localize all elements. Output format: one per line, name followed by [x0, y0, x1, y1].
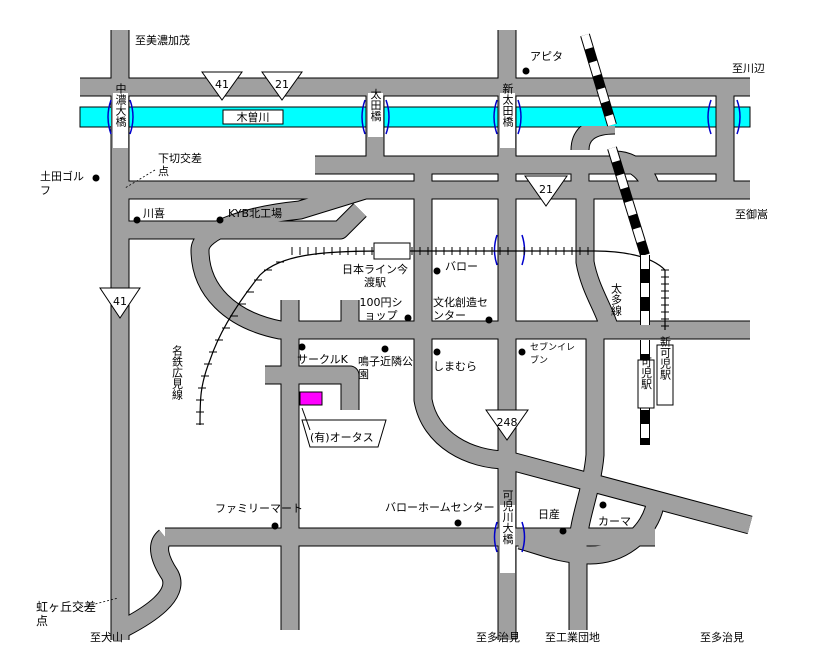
- svg-text:日産: 日産: [538, 508, 560, 521]
- direction-inuyama: 至犬山: [90, 630, 123, 644]
- svg-text:しまむら: しまむら: [433, 360, 477, 373]
- bridge-shin-ota: 新太田橋: [500, 82, 515, 148]
- landmark-apita: アピタ: [522, 50, 563, 75]
- direction-tajimi-2: 至多治見: [700, 630, 744, 644]
- taita-railway: [580, 33, 650, 445]
- svg-text:41: 41: [113, 295, 127, 308]
- route-41-left-shield: 41: [99, 287, 141, 319]
- railway-meitetsu-label: 名鉄広見線: [171, 344, 184, 400]
- bridge-ota: 太田橋: [368, 88, 383, 137]
- landmark-barrow: バロー: [433, 260, 478, 275]
- landmark-family-mart: ファミリーマート: [215, 502, 303, 530]
- landmark-nissan: 日産: [538, 508, 567, 535]
- nihon-line-station-marker: [373, 242, 411, 260]
- river-label: 木曽川: [237, 110, 270, 124]
- bridge-kani-river: 可児川大橋: [500, 490, 515, 573]
- station-shin-kani: 新可児駅: [656, 335, 674, 406]
- svg-text:バローホームセンター: バローホームセンター: [385, 501, 495, 514]
- svg-text:41: 41: [215, 78, 229, 91]
- route-41-top-shield: 41: [201, 71, 243, 101]
- intersection-shimokiri-label: 下切交差点: [158, 152, 202, 178]
- station-shin-kani-label: 新可児駅: [659, 335, 672, 381]
- direction-mitake: 至御嵩: [735, 207, 768, 221]
- route-248-shield: 248: [485, 409, 529, 441]
- svg-text:カーマ: カーマ: [598, 515, 631, 528]
- landmark-shimamura: しまむら: [433, 348, 477, 373]
- landmark-kawaki: 川喜: [133, 207, 165, 224]
- station-kani-label: 可児駅: [640, 357, 653, 391]
- bridge-ota-label: 太田橋: [369, 88, 382, 122]
- bridge-chuno: 中濃大橋: [113, 83, 128, 148]
- station-nihon-line-label: 日本ライン今渡駅: [342, 263, 408, 289]
- office-marker: [299, 391, 323, 406]
- direction-mino-kamo: 至美濃加茂: [135, 33, 190, 47]
- svg-text:バロー: バロー: [445, 260, 478, 273]
- landmark-100yen-shop: 100円ショップ: [360, 296, 412, 322]
- direction-kawabe: 至川辺: [732, 62, 765, 75]
- landmark-naruko-park: 鳴子近隣公園: [358, 345, 413, 381]
- svg-text:(有)オータス: (有)オータス: [310, 430, 374, 444]
- direction-tajimi-1: 至多治見: [476, 630, 520, 644]
- svg-text:KYB北工場: KYB北工場: [228, 207, 282, 220]
- direction-kogyo-danchi: 至工業団地: [545, 631, 600, 644]
- svg-text:21: 21: [275, 78, 289, 91]
- river-surface: [81, 108, 749, 126]
- railway-ties: [196, 247, 669, 425]
- landmark-otasu: (有)オータス: [299, 391, 387, 448]
- landmark-kyb: KYB北工場: [216, 207, 282, 224]
- route-21-mid-shield: 21: [524, 175, 568, 207]
- railway-taita-label: 太多線: [610, 283, 623, 316]
- station-kani: 可児駅: [637, 357, 655, 409]
- svg-text:アピタ: アピタ: [530, 50, 563, 63]
- landmark-tsuchida-golf: 土田ゴルフ: [40, 170, 100, 197]
- landmark-culture-center: 文化創造センター: [433, 296, 493, 324]
- svg-text:サークルK: サークルK: [297, 353, 349, 366]
- svg-text:21: 21: [539, 183, 553, 196]
- bridge-kani-river-label: 可児川大橋: [501, 490, 514, 546]
- bridge-chuno-label: 中濃大橋: [114, 83, 127, 128]
- landmark-circle-k: サークルK: [297, 343, 349, 366]
- svg-text:ファミリーマート: ファミリーマート: [215, 502, 303, 515]
- landmark-barrow-home: バローホームセンター: [385, 501, 495, 527]
- route-21-top-shield: 21: [261, 71, 303, 101]
- bridge-shin-ota-label: 新太田橋: [501, 82, 514, 128]
- svg-text:248: 248: [497, 416, 518, 429]
- landmark-carmart: カーマ: [598, 501, 631, 528]
- intersection-nijigaoka-label: 虹ヶ丘交差点: [36, 600, 96, 628]
- bridge-brackets: [107, 99, 741, 553]
- svg-text:川喜: 川喜: [143, 207, 165, 220]
- landmark-seven-eleven: セブンイレブン: [518, 343, 575, 366]
